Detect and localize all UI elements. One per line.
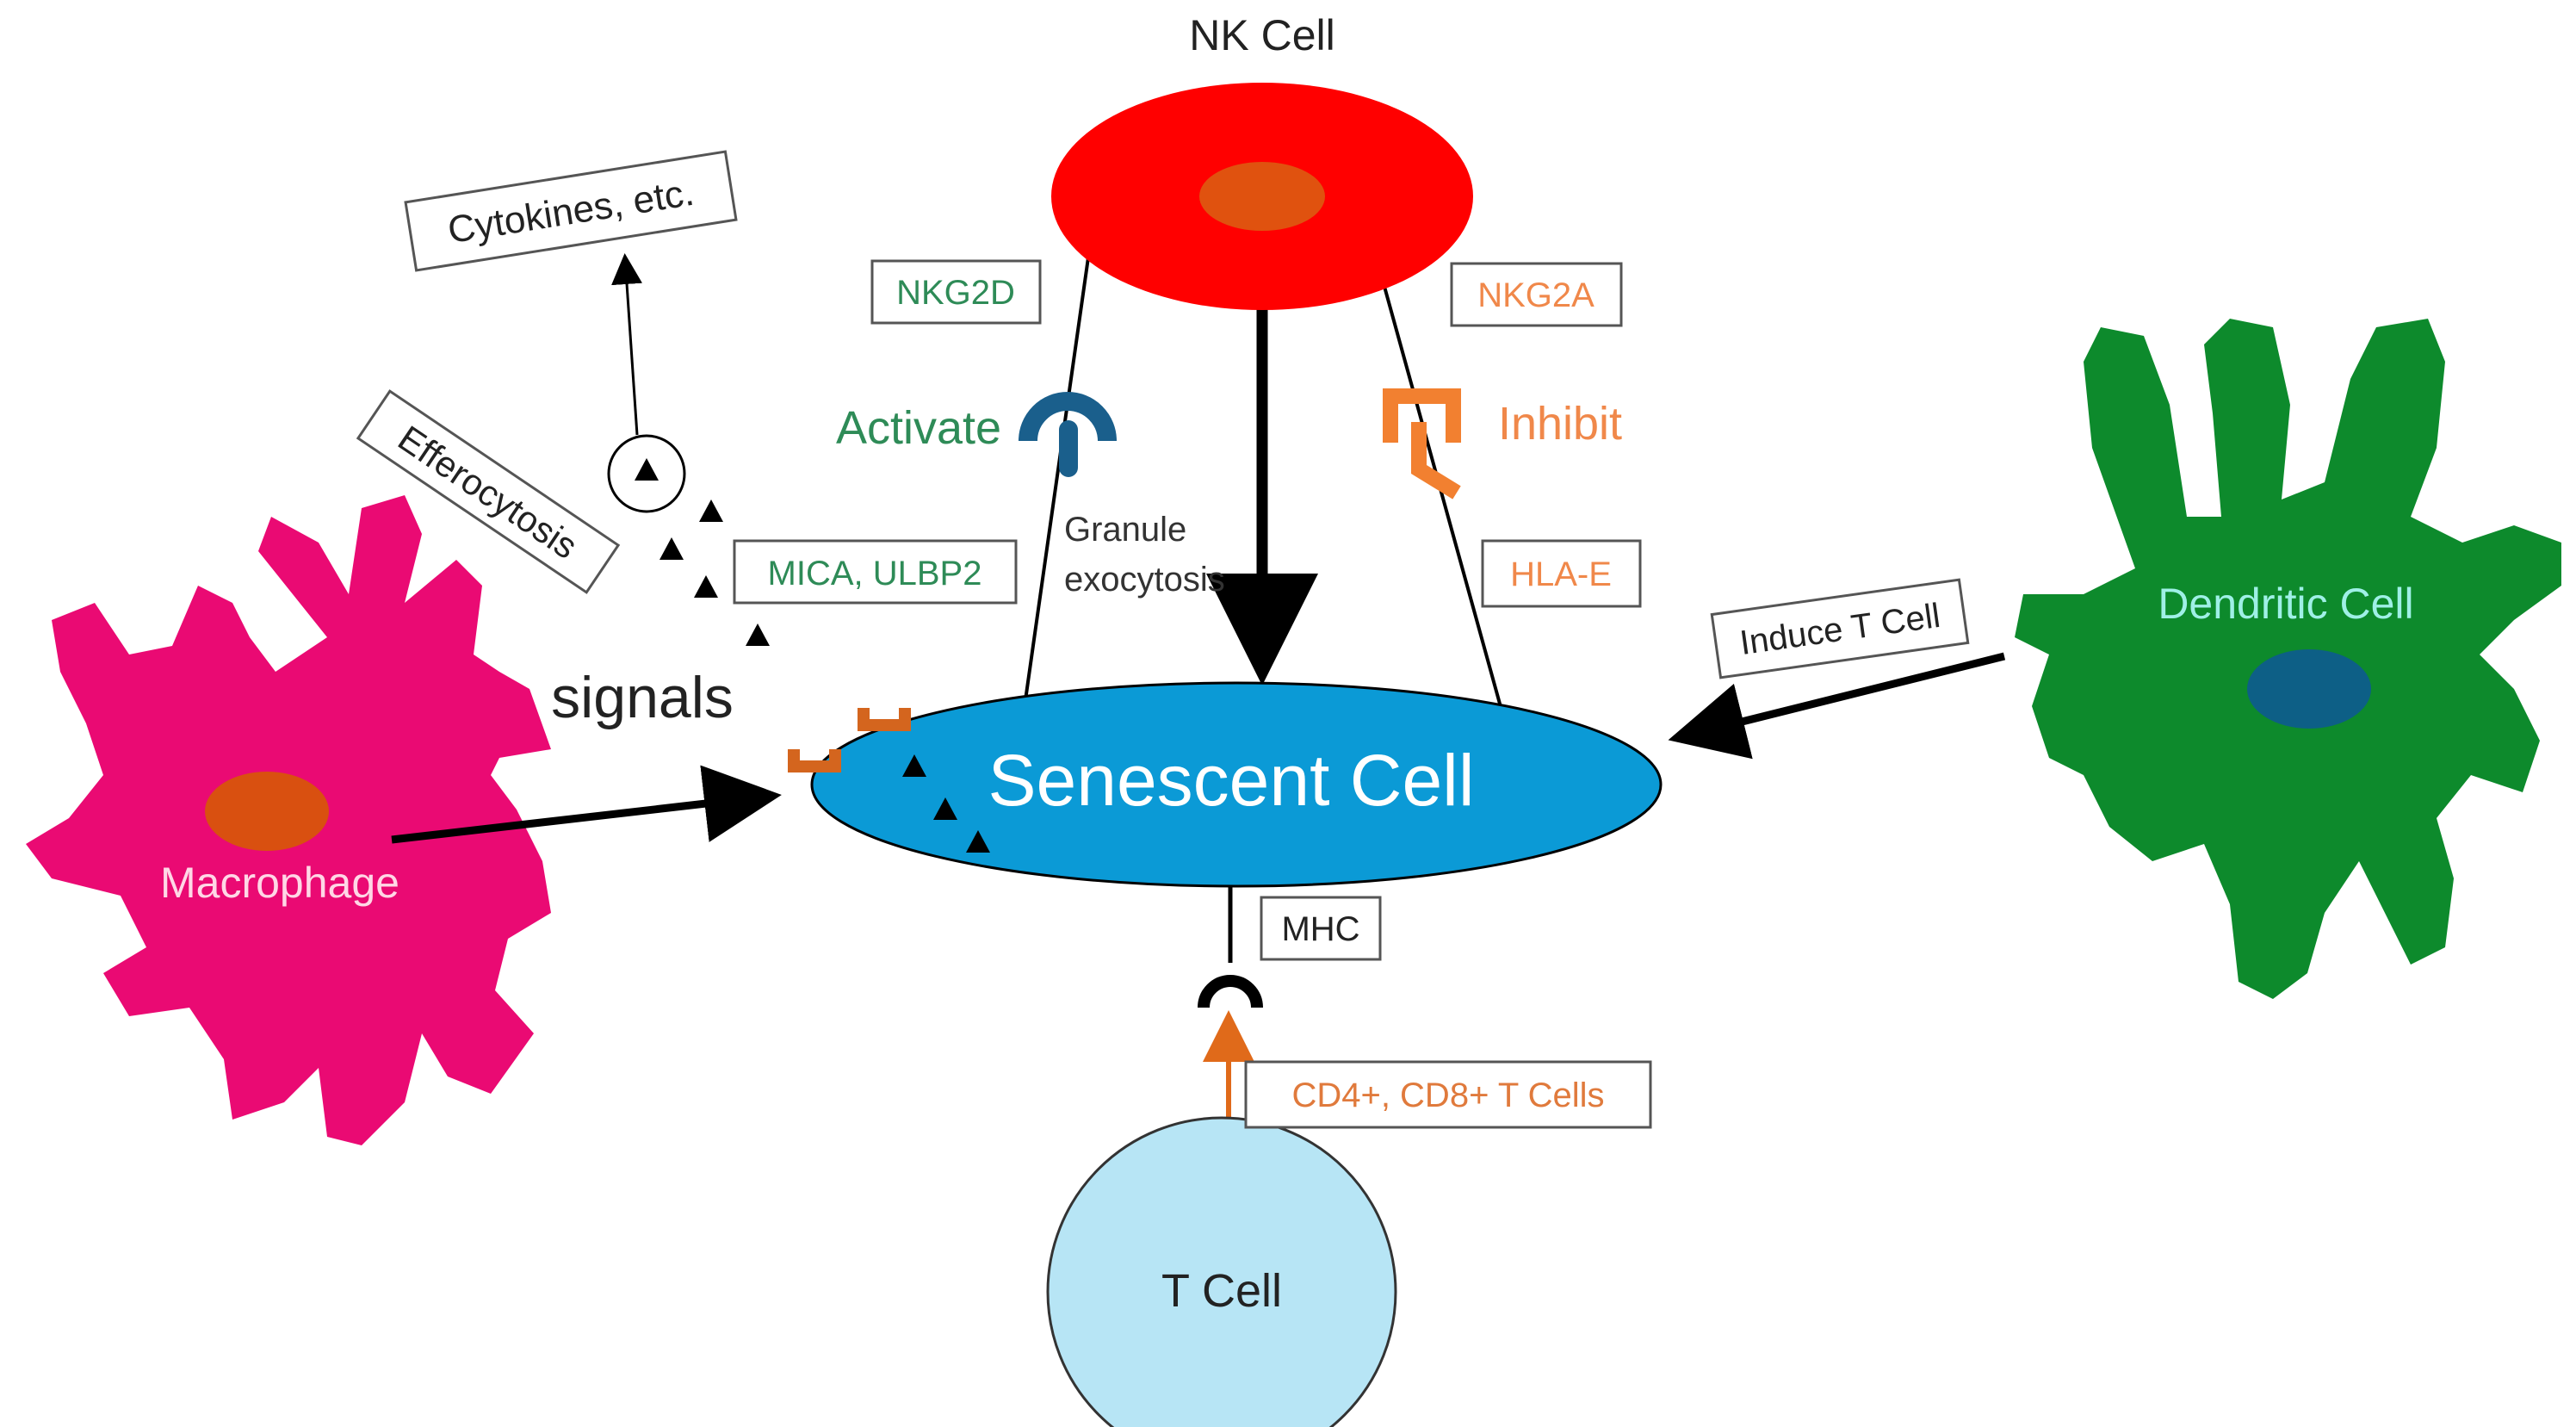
macrophage-label: Macrophage	[160, 859, 399, 907]
mhc-box: MHC	[1260, 896, 1382, 961]
macrophage-nucleus	[205, 772, 329, 851]
svg-text:NKG2D: NKG2D	[896, 274, 1015, 312]
svg-text:CD4+, CD8+ T Cells: CD4+, CD8+ T Cells	[1291, 1076, 1604, 1114]
nk-cell-nucleus	[1199, 162, 1325, 231]
senescent-surface-receptors	[788, 708, 911, 772]
inhibit-label: Inhibit	[1498, 398, 1622, 450]
dendritic-cell-label: Dendritic Cell	[2158, 580, 2413, 628]
vesicle-signal	[635, 458, 659, 481]
cytokines-box: Cytokines, etc.	[404, 150, 738, 272]
activating-receptor-icon	[1019, 392, 1117, 477]
cd4-cd8-box: CD4+, CD8+ T Cells	[1244, 1060, 1652, 1129]
granule-exocytosis-label-line2: exocytosis	[1064, 561, 1225, 599]
cytokine-arrow	[611, 253, 643, 436]
svg-text:MICA, ULBP2: MICA, ULBP2	[768, 555, 982, 593]
nk-cell-label: NK Cell	[1189, 11, 1334, 59]
nk-left-connector	[1023, 251, 1091, 707]
inhibitory-receptor-icon	[1383, 388, 1461, 499]
signals-label: signals	[551, 665, 734, 730]
svg-text:NKG2A: NKG2A	[1477, 276, 1595, 314]
mica-ulbp2-box: MICA, ULBP2	[733, 539, 1018, 605]
nkg2d-box: NKG2D	[870, 259, 1042, 325]
induce-t-cell-box: Induce T Cell	[1710, 578, 1970, 679]
senescent-cell-label: Senescent Cell	[988, 740, 1475, 821]
activate-label: Activate	[836, 402, 1001, 454]
granule-exocytosis-label-line1: Granule	[1064, 511, 1186, 549]
svg-text:Efferocytosis: Efferocytosis	[391, 418, 585, 567]
hla-e-box: HLA-E	[1481, 539, 1642, 608]
svg-text:HLA-E: HLA-E	[1510, 555, 1612, 593]
macrophage-arrow	[391, 765, 782, 844]
signal-triangles	[659, 499, 770, 646]
dendritic-arrow	[1668, 652, 2006, 760]
svg-text:MHC: MHC	[1281, 910, 1359, 948]
t-cell-label: T Cell	[1161, 1265, 1282, 1317]
nk-right-connector	[1380, 276, 1504, 714]
senescent-internal-signals	[902, 754, 990, 853]
t-cell	[1046, 1116, 1397, 1427]
nkg2a-box: NKG2A	[1450, 262, 1623, 327]
tcr-receptor	[1198, 975, 1263, 1008]
senescent-cell	[810, 681, 1663, 888]
dendritic-cell-nucleus	[2247, 649, 2371, 729]
